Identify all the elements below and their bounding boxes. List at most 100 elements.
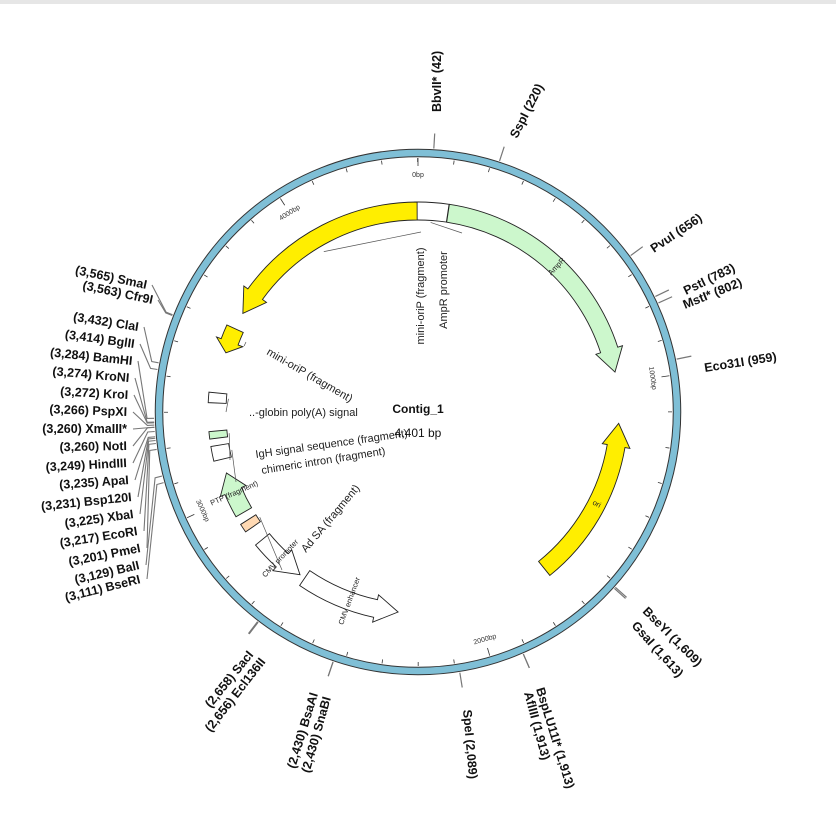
feature-label-mini-orip-upper: mini-oriP (fragment) [415,248,427,345]
contig-name: Contig_1 [392,402,444,416]
tick-mark [174,340,179,343]
site-label-3-266-pspxi: (3,266) PspXI [49,402,127,419]
site-leader [522,653,530,669]
tick-mark [203,274,208,278]
site-leader [134,436,156,481]
site-label-3-274-kroni: (3,274) KroNI [52,364,130,385]
site-leader [137,437,156,498]
tick-mark [381,160,383,165]
tick-mark [581,219,585,224]
tick-mark [487,647,491,656]
site-leader [676,355,692,360]
feature-chimeric-intron [210,443,232,462]
tick-mark [280,198,286,206]
backbone-ring [154,148,682,676]
tick-mark [174,482,179,485]
feature-leader [228,433,231,461]
feature-label-ampr-promoter: AmpR promoter [438,251,450,329]
site-leader [146,448,157,549]
tick-mark [657,481,662,484]
tick-mark [521,180,524,185]
site-leader [459,672,463,688]
feature-globin-polya [207,391,228,404]
site-leader [658,296,673,304]
tick-mark [665,447,670,449]
tick-mark [225,575,230,579]
tick-mark [166,447,171,449]
site-leader [132,411,155,427]
feature-label-ori: ori [591,498,603,510]
site-leader [248,621,259,635]
top-strip [0,0,836,4]
site-leader [133,394,155,424]
site-leader [614,586,627,598]
tick-mark [581,600,585,605]
feature-label-globin-polya: ..-globin poly(A) signal [249,407,358,419]
site-leader [143,326,159,364]
tick-label: 0bp [412,172,424,179]
site-leader [247,621,259,634]
feature-label-mini-orip-lower: mini-oriP (fragment) [265,346,355,405]
tick-mark [606,245,611,249]
tick-mark [225,245,230,249]
tick-mark [628,546,632,550]
tick-mark [657,339,662,342]
feature-igh-signal-sequence [208,429,229,440]
feature-cmv-promoter [254,533,301,576]
site-leader [139,439,156,515]
site-label-3-235-apai: (3,235) ApaI [59,473,130,492]
site-leader [139,343,158,371]
feature-leader [430,222,463,234]
tick-mark [645,306,650,309]
site-label-eco31i-959: Eco31I (959) [703,350,777,375]
tick-mark [488,168,490,173]
site-leader [132,430,155,464]
site-leader [613,588,626,599]
site-label-3-260-xmaiii: (3,260) XmaIII* [42,422,127,436]
feature-leader [231,449,237,483]
site-label-sspi-220: SspI (220) [507,81,546,140]
site-leader [655,289,670,298]
tick-mark [453,659,455,664]
tick-mark [345,168,348,173]
tick-mark [606,575,611,579]
feature-leader [225,398,229,413]
feature-ptp [219,472,253,518]
site-leader [143,442,156,532]
feature-ampr [446,203,624,373]
feature-leader [243,341,247,347]
tick-label: 2000bp [473,633,497,646]
site-leader [630,246,644,257]
site-label-pvui-656: PvuI (656) [648,211,705,256]
tick-mark [552,198,556,202]
site-label-bbvii-42: BbvII* (42) [430,51,444,112]
restriction-site-layer: BbvII* (42)SspI (220)PvuI (656)PstI (783… [40,51,777,790]
site-label-3-272-kroi: (3,272) KroI [60,384,129,402]
tick-mark [204,547,209,550]
tick-mark [661,375,670,378]
tick-mark [280,622,284,627]
feature-label-ad-sa: Ad SA (fragment) [299,483,362,555]
site-leader [151,284,173,316]
feature-cmv-enhancer [298,569,399,623]
tick-mark [166,375,171,378]
site-leader [132,426,155,447]
site-leader [433,133,436,149]
tick-mark [453,160,455,165]
tick-mark [251,600,255,605]
ring-band [155,149,681,675]
tick-mark [312,639,315,644]
tick-mark [521,639,525,644]
tick-mark [628,274,632,278]
tick-mark [346,651,349,656]
site-leader [498,146,505,162]
site-label-3-260-noti: (3,260) NotI [59,439,127,454]
site-leader [327,661,334,677]
tick-mark [645,515,650,518]
feature-ori [537,422,631,577]
site-label-3-249-hindiii: (3,249) HindIII [45,456,127,474]
tick-mark [251,219,255,224]
contig-length: 4,401 bp [395,426,442,440]
